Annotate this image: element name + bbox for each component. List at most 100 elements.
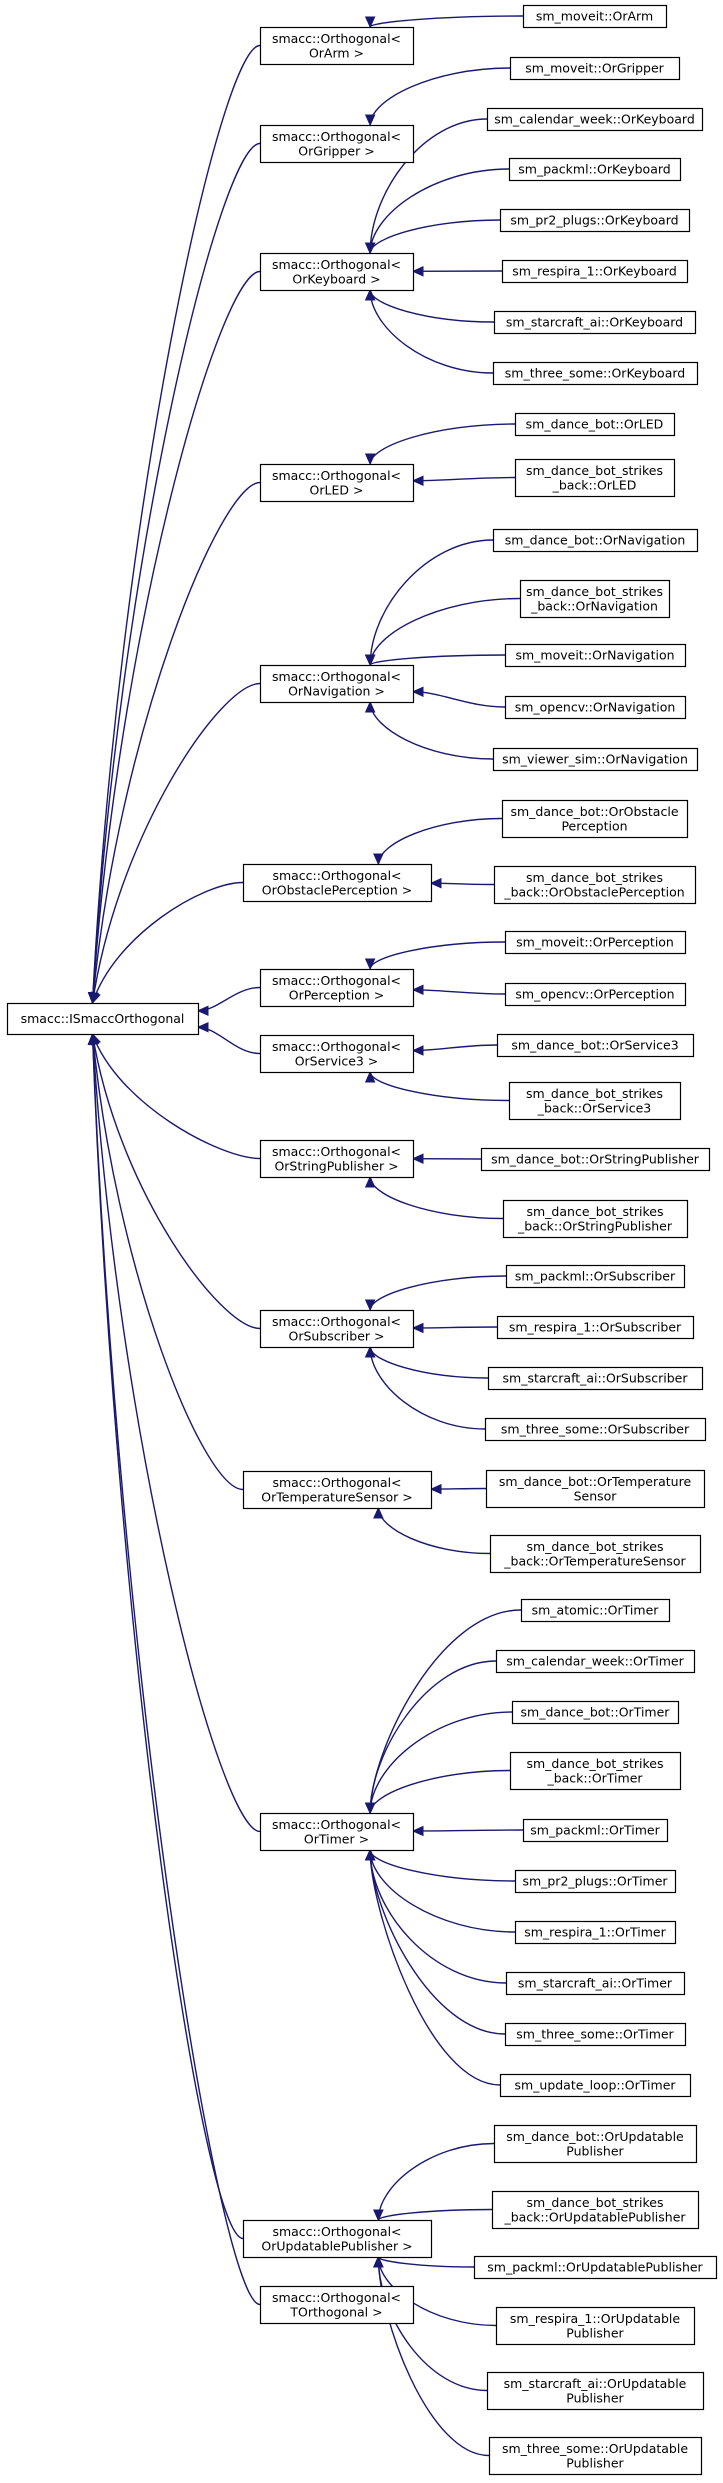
class-node-sm-pr2-plugs-orkeyboard[interactable]: sm_pr2_plugs::OrKeyboard: [499, 208, 691, 233]
edge-l17-to-t_obst-arrowhead: [429, 877, 442, 889]
node-box: [259, 26, 415, 66]
class-node-sm-dance-bot-strikes-back-orservice3[interactable]: sm_dance_bot_strikes_back::OrService3: [508, 1081, 682, 1121]
root-node-smacc-ismaccorthogonal[interactable]: smacc::ISmaccOrthogonal: [6, 1002, 200, 1036]
node-label-line: sm_starcraft_ai::OrSubscriber: [503, 1371, 689, 1386]
class-node-sm-respira-1-ortimer[interactable]: sm_respira_1::OrTimer: [514, 1920, 677, 1945]
class-node-sm-viewer-sim-ornavigation[interactable]: sm_viewer_sim::OrNavigation: [492, 747, 699, 772]
template-node-smacc-orthogonal-ortimer[interactable]: smacc::Orthogonal<OrTimer >: [259, 1812, 415, 1852]
edge-l25-to-t_sub: [412, 1326, 498, 1329]
template-node-smacc-orthogonal-ortemperaturesensor[interactable]: smacc::Orthogonal<OrTemperatureSensor >: [242, 1470, 433, 1510]
class-node-sm-calendar-week-orkeyboard[interactable]: sm_calendar_week::OrKeyboard: [486, 107, 704, 132]
class-node-sm-opencv-orperception[interactable]: sm_opencv::OrPerception: [504, 982, 687, 1007]
edge-l27-to-t_sub: [369, 1346, 486, 1430]
edge-l14-to-t_nav: [412, 691, 506, 708]
edge-t_perc-to-root-arrowhead: [196, 1005, 209, 1017]
node-label-line: sm_starcraft_ai::OrKeyboard: [506, 315, 683, 330]
class-node-sm-dance-bot-ortimer[interactable]: sm_dance_bot::OrTimer: [511, 1700, 680, 1725]
class-node-sm-moveit-orperception[interactable]: sm_moveit::OrPerception: [504, 930, 687, 955]
class-node-sm-dance-bot-strikes-back-orupdatablepublisher[interactable]: sm_dance_bot_strikes_back::OrUpdatablePu…: [491, 2190, 700, 2230]
edge-l19-to-t_perc: [412, 989, 506, 995]
class-node-sm-dance-bot-ortemperature-sensor[interactable]: sm_dance_bot::OrTemperatureSensor: [485, 1469, 706, 1509]
class-node-sm-dance-bot-strikes-back-ornavigation[interactable]: sm_dance_bot_strikes_back::OrNavigation: [519, 579, 671, 619]
node-label-line: sm_three_some::OrSubscriber: [501, 1422, 690, 1437]
class-node-sm-three-some-orsubscriber[interactable]: sm_three_some::OrSubscriber: [484, 1417, 707, 1442]
class-node-sm-starcraft-ai-orupdatable-publisher[interactable]: sm_starcraft_ai::OrUpdatablePublisher: [486, 2371, 705, 2411]
node-label-line: sm_opencv::OrPerception: [515, 987, 674, 1002]
template-node-smacc-orthogonal-orled[interactable]: smacc::Orthogonal<OrLED >: [259, 463, 415, 503]
node-label-line: sm_three_some::OrKeyboard: [505, 366, 685, 381]
class-node-sm-three-some-orupdatable-publisher[interactable]: sm_three_some::OrUpdatablePublisher: [488, 2436, 703, 2476]
class-node-sm-respira-1-orupdatable-publisher[interactable]: sm_respira_1::OrUpdatablePublisher: [495, 2306, 696, 2346]
edge-l13-to-t_nav-arrowhead: [364, 654, 376, 667]
class-node-sm-atomic-ortimer[interactable]: sm_atomic::OrTimer: [520, 1598, 671, 1623]
class-node-sm-respira-1-orsubscriber[interactable]: sm_respira_1::OrSubscriber: [496, 1315, 695, 1340]
class-node-sm-starcraft-ai-ortimer[interactable]: sm_starcraft_ai::OrTimer: [505, 1971, 686, 1996]
class-node-sm-dance-bot-orservice3[interactable]: sm_dance_bot::OrService3: [496, 1033, 695, 1058]
edge-l5-to-t_keyboard-arrowhead: [364, 242, 376, 255]
class-node-sm-packml-orupdatablepublisher[interactable]: sm_packml::OrUpdatablePublisher: [473, 2255, 718, 2280]
node-label-line: sm_calendar_week::OrKeyboard: [494, 112, 695, 127]
node-box: [259, 1309, 415, 1349]
class-node-sm-opencv-ornavigation[interactable]: sm_opencv::OrNavigation: [504, 695, 687, 720]
class-node-sm-dance-bot-strikes-back-ortimer[interactable]: sm_dance_bot_strikes_back::OrTimer: [509, 1751, 682, 1791]
node-label-line: Sensor: [574, 1488, 618, 1503]
class-node-sm-moveit-orgripper[interactable]: sm_moveit::OrGripper: [509, 56, 681, 81]
node-label-line: smacc::Orthogonal<: [272, 31, 401, 46]
edge-l37-to-t_timer: [369, 1849, 507, 1984]
node-label-line: sm_dance_bot_strikes: [526, 870, 663, 885]
node-label-line: OrPerception >: [289, 987, 385, 1002]
node-label-line: smacc::Orthogonal<: [272, 1314, 401, 1329]
edge-l23-to-t_strpub-arrowhead: [364, 1175, 376, 1188]
node-label-line: sm_dance_bot_strikes: [526, 1539, 663, 1554]
class-node-sm-starcraft-ai-orkeyboard[interactable]: sm_starcraft_ai::OrKeyboard: [493, 310, 697, 335]
class-node-sm-dance-bot-orled[interactable]: sm_dance_bot::OrLED: [514, 412, 676, 437]
class-node-sm-starcraft-ai-orsubscriber[interactable]: sm_starcraft_ai::OrSubscriber: [487, 1366, 704, 1391]
edge-l20-to-t_srv3-arrowhead: [411, 1045, 424, 1056]
template-node-smacc-orthogonal-orupdatablepublisher[interactable]: smacc::Orthogonal<OrUpdatablePublisher >: [242, 2219, 433, 2259]
class-node-sm-packml-orkeyboard[interactable]: sm_packml::OrKeyboard: [508, 157, 682, 182]
node-box: [504, 643, 687, 668]
class-node-sm-dance-bot-strikes-back-orled[interactable]: sm_dance_bot_strikes_back::OrLED: [514, 458, 676, 498]
class-node-sm-dance-bot-strikes-back-orobstacleperception[interactable]: sm_dance_bot_strikes_back::OrObstaclePer…: [493, 865, 697, 905]
template-node-smacc-orthogonal-orobstacleperception[interactable]: smacc::Orthogonal<OrObstaclePerception >: [242, 863, 433, 903]
class-node-sm-dance-bot-strikes-back-ortemperaturesensor[interactable]: sm_dance_bot_strikes_back::OrTemperature…: [489, 1534, 702, 1574]
edge-l45-to-t_updpub-arrowhead: [373, 2255, 384, 2268]
class-node-sm-three-some-ortimer[interactable]: sm_three_some::OrTimer: [504, 2022, 687, 2047]
template-node-smacc-orthogonal-orarm[interactable]: smacc::Orthogonal<OrArm >: [259, 26, 415, 66]
class-node-sm-calendar-week-ortimer[interactable]: sm_calendar_week::OrTimer: [495, 1649, 696, 1674]
edge-l42-to-t_updpub: [377, 2256, 475, 2268]
template-node-smacc-orthogonal-ornavigation[interactable]: smacc::Orthogonal<OrNavigation >: [259, 664, 415, 704]
edge-t_sub-to-root: [91, 1033, 261, 1330]
class-node-sm-packml-orsubscriber[interactable]: sm_packml::OrSubscriber: [505, 1264, 686, 1289]
template-node-smacc-orthogonal-orservice3[interactable]: smacc::Orthogonal<OrService3 >: [259, 1034, 415, 1074]
template-node-smacc-orthogonal-orstringpublisher[interactable]: smacc::Orthogonal<OrStringPublisher >: [259, 1139, 415, 1179]
template-node-smacc-orthogonal-orsubscriber[interactable]: smacc::Orthogonal<OrSubscriber >: [259, 1309, 415, 1349]
template-node-smacc-orthogonal-orgripper[interactable]: smacc::Orthogonal<OrGripper >: [259, 124, 415, 164]
class-node-sm-dance-bot-orstringpublisher[interactable]: sm_dance_bot::OrStringPublisher: [480, 1147, 711, 1172]
class-node-sm-dance-bot-orobstacle-perception[interactable]: sm_dance_bot::OrObstaclePerception: [501, 799, 689, 839]
edge-t_obst-to-root-arrowhead: [90, 991, 101, 1005]
class-node-sm-pr2-plugs-ortimer[interactable]: sm_pr2_plugs::OrTimer: [514, 1869, 677, 1894]
class-node-sm-packml-ortimer[interactable]: sm_packml::OrTimer: [522, 1818, 669, 1843]
template-node-smacc-orthogonal-torthogonal[interactable]: smacc::Orthogonal<TOrthogonal >: [259, 2285, 415, 2325]
edge-l15-to-t_nav-arrowhead: [364, 700, 376, 713]
class-node-sm-three-some-orkeyboard[interactable]: sm_three_some::OrKeyboard: [492, 361, 699, 386]
class-node-sm-update-loop-ortimer[interactable]: sm_update_loop::OrTimer: [499, 2073, 692, 2098]
node-label-line: smacc::Orthogonal<: [272, 868, 401, 883]
edge-l18-to-t_perc-arrowhead: [364, 958, 376, 971]
node-label-line: _back::OrLED: [552, 477, 637, 492]
class-node-sm-moveit-orarm[interactable]: sm_moveit::OrArm: [522, 4, 668, 29]
edge-t_torth-to-root: [91, 1033, 261, 2306]
edge-l13-to-t_nav: [369, 654, 506, 666]
class-node-sm-respira-1-orkeyboard[interactable]: sm_respira_1::OrKeyboard: [501, 259, 689, 284]
node-box: [508, 157, 682, 182]
class-node-sm-dance-bot-strikes-back-orstringpublisher[interactable]: sm_dance_bot_strikes_back::OrStringPubli…: [502, 1199, 689, 1239]
class-node-sm-dance-bot-orupdatable-publisher[interactable]: sm_dance_bot::OrUpdatablePublisher: [493, 2124, 698, 2164]
node-box: [496, 1315, 695, 1340]
edge-l33-to-t_timer: [369, 1769, 511, 1814]
template-node-smacc-orthogonal-orkeyboard[interactable]: smacc::Orthogonal<OrKeyboard >: [259, 252, 415, 292]
class-node-sm-moveit-ornavigation[interactable]: sm_moveit::OrNavigation: [504, 643, 687, 668]
node-box: [495, 2306, 696, 2346]
class-node-sm-dance-bot-ornavigation[interactable]: sm_dance_bot::OrNavigation: [492, 528, 699, 553]
template-node-smacc-orthogonal-orperception[interactable]: smacc::Orthogonal<OrPerception >: [259, 968, 415, 1008]
